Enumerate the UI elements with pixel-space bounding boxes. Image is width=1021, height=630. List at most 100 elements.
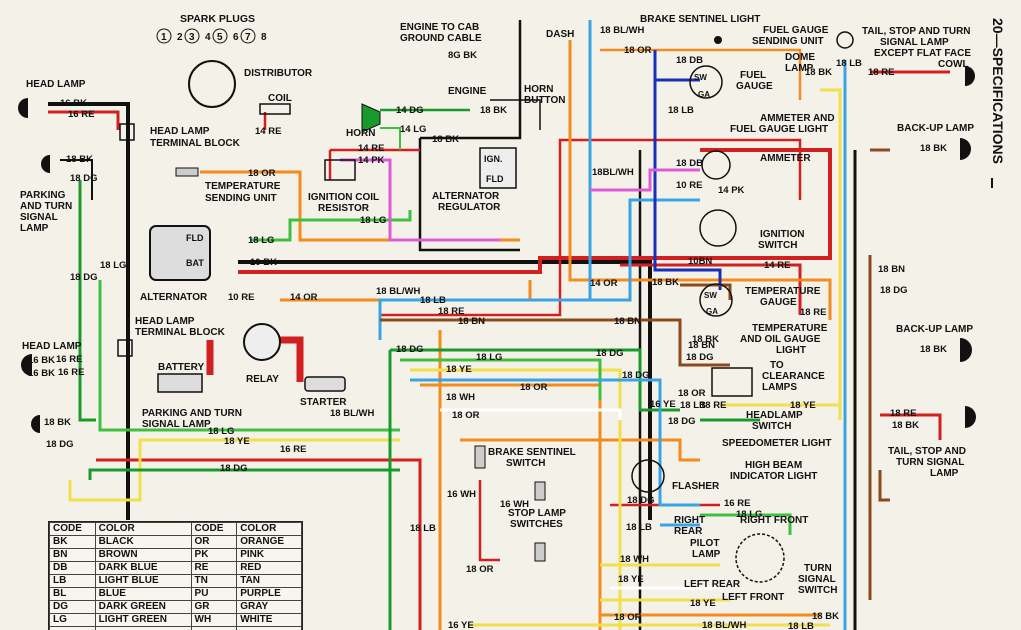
alternator-icon — [149, 225, 211, 281]
fuel-gauge-sw: SW — [694, 73, 707, 82]
temp-sending-l1: TEMPERATURE — [205, 181, 281, 192]
temp-gauge-l1: TEMPERATURE — [745, 286, 821, 297]
fuel-gauge-sending: FUEL GAUGE SENDING UNIT FUEL GAUGE SW GA — [689, 25, 829, 99]
legend-code-cell: LB — [49, 574, 96, 588]
fuel-gauge-l1: FUEL — [740, 70, 766, 81]
wire-label-w31: 18 LG — [360, 215, 386, 226]
horn-button-l1: HORN — [524, 84, 553, 95]
legend-code-cell — [49, 626, 96, 630]
wire-label-w89: 18 OR — [466, 564, 494, 575]
side-title: 20—SPECIFICATIONS — [990, 18, 1006, 164]
right-front-label: RIGHT FRONT — [740, 515, 808, 526]
wire-label-w72: 18 BN — [878, 264, 905, 275]
backup-lamp-bottom-icon — [960, 338, 972, 362]
wire-label-w41: 10 RE — [676, 180, 702, 191]
wire-label-w51: 18 BN — [614, 316, 641, 327]
wire-label-w69: 18 BK — [920, 344, 947, 355]
wire-label-w20: 18 YE — [224, 436, 250, 447]
left-rear-label: LEFT REAR — [684, 579, 741, 590]
wire-or-upper — [600, 48, 802, 100]
ammeter-label: AMMETER — [760, 153, 811, 164]
legend-color-cell: DARK GREEN — [94, 600, 192, 614]
wire-lg-horn — [380, 127, 401, 150]
headlamp-switch-group: TO CLEARANCE LAMPS HEADLAMP SWITCH SPEED… — [711, 360, 831, 482]
wire-label-w73: 18 DG — [880, 285, 907, 296]
legend-color-cell — [236, 626, 302, 630]
high-beam-l1: HIGH BEAM — [745, 460, 802, 471]
wire-label-w47: 18 BL/WH — [376, 286, 420, 297]
wire-ye-pilot — [600, 563, 730, 602]
wire-label-w70: 18 RE — [890, 408, 916, 419]
wire-db-fuel — [653, 50, 722, 290]
wire-lg-right — [700, 513, 792, 535]
brake-sentinel-switch: BRAKE SENTINEL SWITCH — [474, 445, 576, 469]
alternator: FLD BAT ALTERNATOR — [140, 225, 211, 303]
wire-label-w29: 14 RE — [358, 143, 384, 154]
wire-label-w24: 8G BK — [448, 50, 477, 61]
regulator-fld: FLD — [486, 174, 504, 184]
spark-plug-3 — [184, 28, 200, 44]
backup-lamp-top-icon — [960, 138, 971, 160]
wire-label-w17: 18 BK — [44, 417, 71, 428]
wire-label-w63: 18 OR — [678, 388, 706, 399]
legend-header-color-1: COLOR — [94, 522, 192, 536]
spark-plugs-label: SPARK PLUGS — [180, 13, 255, 25]
wire-label-w76: 16 WH — [447, 489, 476, 500]
wire-label-w65: 18 DG — [668, 416, 695, 427]
wire-bk-ground-left — [60, 159, 93, 200]
terminal-block-mid-icon — [117, 339, 133, 357]
head-lamp-top-label: HEAD LAMP — [26, 79, 86, 90]
wire-pk-ign — [340, 158, 500, 242]
wire-label-w52: 18 DG — [396, 344, 423, 355]
wire-label-w38: 18 RE — [868, 67, 894, 78]
ammeter-group: AMMETER AND FUEL GAUGE LIGHT AMMETER — [701, 113, 835, 180]
backup-top: BACK-UP LAMP — [897, 123, 974, 160]
spark-plug-5 — [212, 28, 228, 44]
headlamp-switch-l2: SWITCH — [752, 421, 791, 432]
backup-top-label: BACK-UP LAMP — [897, 123, 974, 134]
wire-label-w60: 18 DG — [596, 348, 623, 359]
tail-stop-top-l2: SIGNAL LAMP — [880, 37, 949, 48]
temperature-gauge: SW GA TEMPERATURE GAUGE — [699, 283, 821, 317]
ignition-switch-icon — [699, 209, 737, 247]
wire-bk-head-lamp-left — [48, 102, 130, 520]
horn-group: HORN HORN BUTTON — [346, 84, 565, 139]
temp-gauge-l2: GAUGE — [760, 297, 797, 308]
to-clearance-l3: LAMPS — [762, 382, 797, 393]
wire-label-w34: 18 DB — [676, 55, 703, 66]
ign-coil-res-l1: IGNITION COIL — [308, 192, 379, 203]
relay-icon — [243, 323, 281, 361]
legend-code-cell: PK — [190, 548, 238, 562]
stop-lamp-l2: SWITCHES — [510, 519, 563, 530]
headlamp-switch-icon — [711, 367, 753, 397]
wire-lb-mid — [380, 198, 700, 302]
wire-lb-lower — [410, 378, 700, 507]
wire-dg-left — [78, 180, 96, 422]
legend-code-cell: GR — [190, 600, 238, 614]
parking-turn-top-l1: PARKING — [20, 190, 66, 201]
wire-label-w67: 18 DG — [686, 352, 713, 363]
wire-label-w86: 18 BK — [812, 611, 839, 622]
wire-label-w81: 18 LB — [626, 522, 652, 533]
engine-ground: ENGINE TO CAB GROUND CABLE DASH ENGINE — [400, 22, 574, 97]
legend-code-cell: BK — [49, 535, 96, 549]
wire-label-w7: 16 RE — [56, 354, 82, 365]
wire-label-w45: 10BN — [688, 256, 712, 267]
temp-sensor-icon — [175, 167, 199, 177]
legend-code-cell: TN — [190, 574, 238, 588]
starter-icon — [304, 376, 346, 392]
tail-stop-bottom-l2: TURN SIGNAL — [896, 457, 964, 468]
tail-stop-bottom-l3: LAMP — [930, 468, 959, 479]
dome-lamp-icon — [836, 31, 854, 49]
dome-lamp-l1: DOME — [785, 52, 815, 63]
wire-wh-18 — [440, 408, 622, 420]
wire-label-w11: 18 LG — [248, 235, 274, 246]
wire-label-w5: 18 DG — [70, 173, 97, 184]
wire-or-lower — [460, 438, 700, 462]
stop-lamp-l1: STOP LAMP — [508, 508, 566, 519]
